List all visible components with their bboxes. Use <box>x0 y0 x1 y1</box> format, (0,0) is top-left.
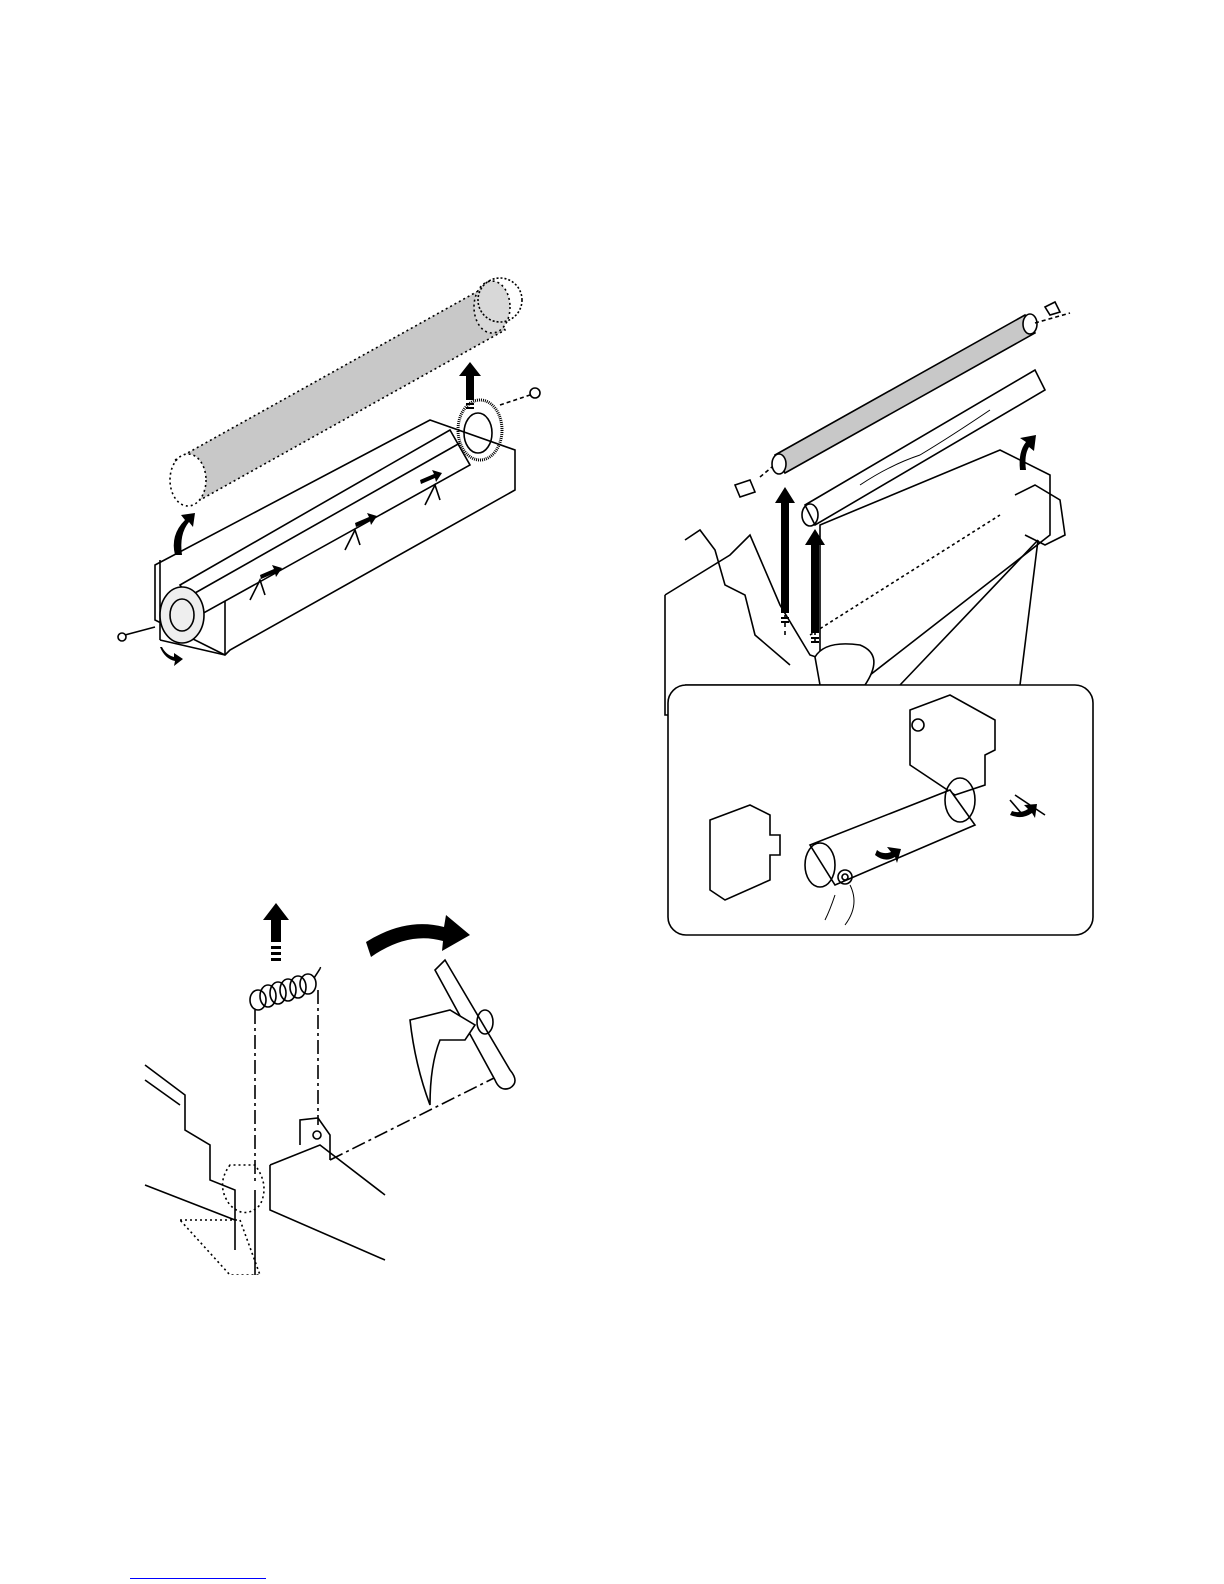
fig-spring-lever-removal <box>140 890 540 1275</box>
spring-icon <box>250 968 320 1010</box>
heat-roller-exploded-view-icon <box>100 255 580 675</box>
lift-arrow-icon <box>263 903 289 942</box>
footer-link[interactable] <box>130 1566 266 1579</box>
spring-and-separation-pawl-icon <box>140 890 540 1275</box>
rotate-arrow-icon <box>366 915 470 957</box>
lift-arrow-icon <box>775 487 795 613</box>
fig-heat-roller-removal <box>100 255 580 675</box>
pressure-roller-exploded-view-icon <box>660 295 1105 945</box>
lift-arrow-icon <box>459 362 481 400</box>
fig-pressure-roller-removal <box>660 295 1105 945</box>
